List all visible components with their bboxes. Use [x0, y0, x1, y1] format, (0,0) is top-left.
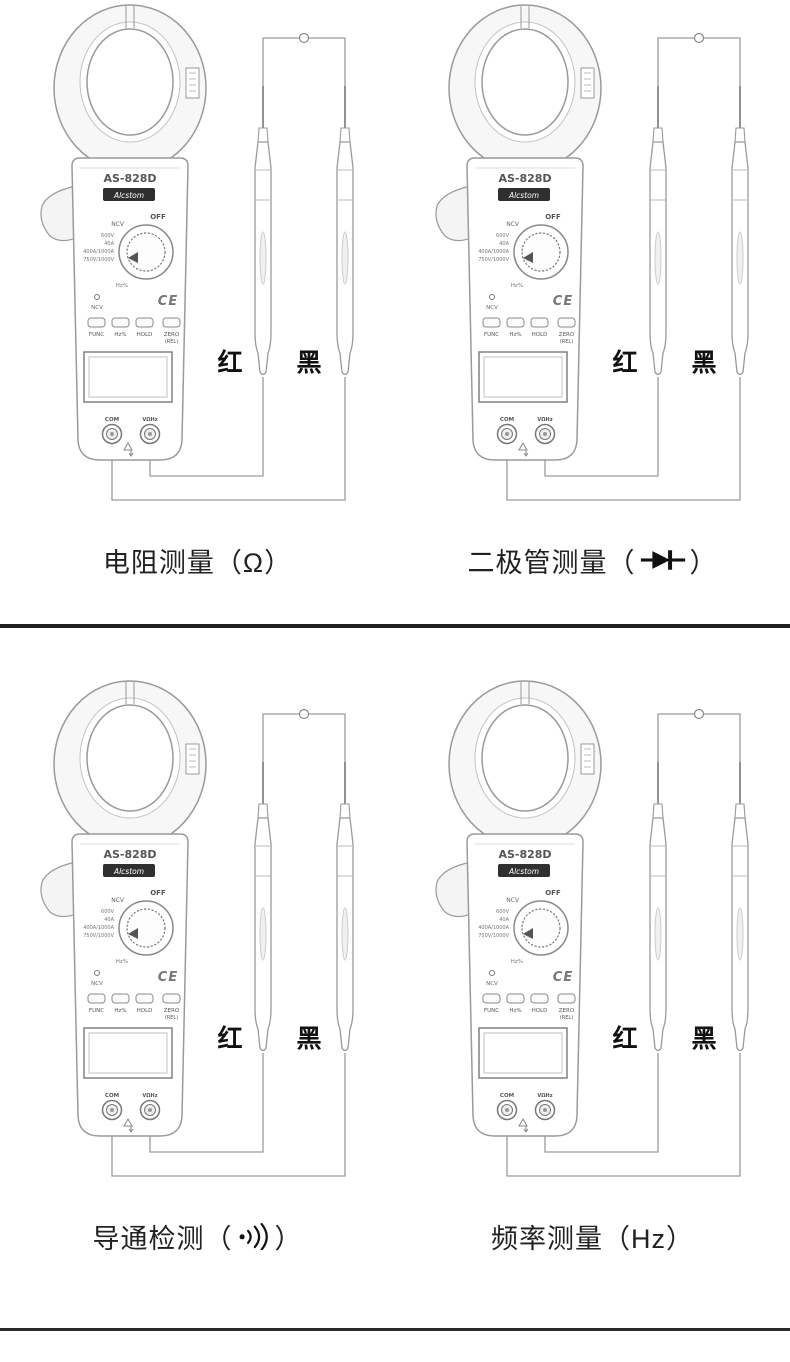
meter-and-probes-illustration — [435, 680, 749, 1177]
meter-and-probes-illustration — [40, 4, 354, 501]
section-divider — [0, 624, 790, 628]
continuity-sound-icon — [239, 1222, 268, 1250]
panel-frequency-measurement: 频率测量（Hz） — [395, 676, 790, 1276]
diode-icon — [640, 550, 685, 570]
caption-text: 导通检测（ — [92, 1223, 233, 1254]
caption-continuity: 导通检测（ ） — [0, 1196, 395, 1276]
caption-text: ） — [274, 1223, 303, 1254]
caption-frequency: 频率测量（Hz） — [395, 1196, 790, 1276]
caption-text: 二极管测量（ — [467, 547, 636, 578]
panel-diode-measurement: 二极管测量（ ） — [395, 0, 790, 600]
caption-text: 频率测量（Hz） — [491, 1223, 694, 1254]
panel-resistance-measurement: 电阻测量（Ω） — [0, 0, 395, 600]
caption-resistance: 电阻测量（Ω） — [0, 520, 395, 600]
bottom-divider — [0, 1328, 790, 1331]
section-1: 电阻测量（Ω） 二极管测量（ ） — [0, 0, 790, 600]
panel-continuity-detection: 导通检测（ ） — [0, 676, 395, 1276]
caption-text: ） — [689, 547, 718, 578]
meter-and-probes-illustration — [435, 4, 749, 501]
section-2: 导通检测（ ） 频率测量（Hz） — [0, 628, 790, 1276]
meter-and-probes-illustration — [40, 680, 354, 1177]
caption-text: 电阻测量（Ω） — [102, 547, 293, 578]
caption-diode: 二极管测量（ ） — [395, 520, 790, 600]
